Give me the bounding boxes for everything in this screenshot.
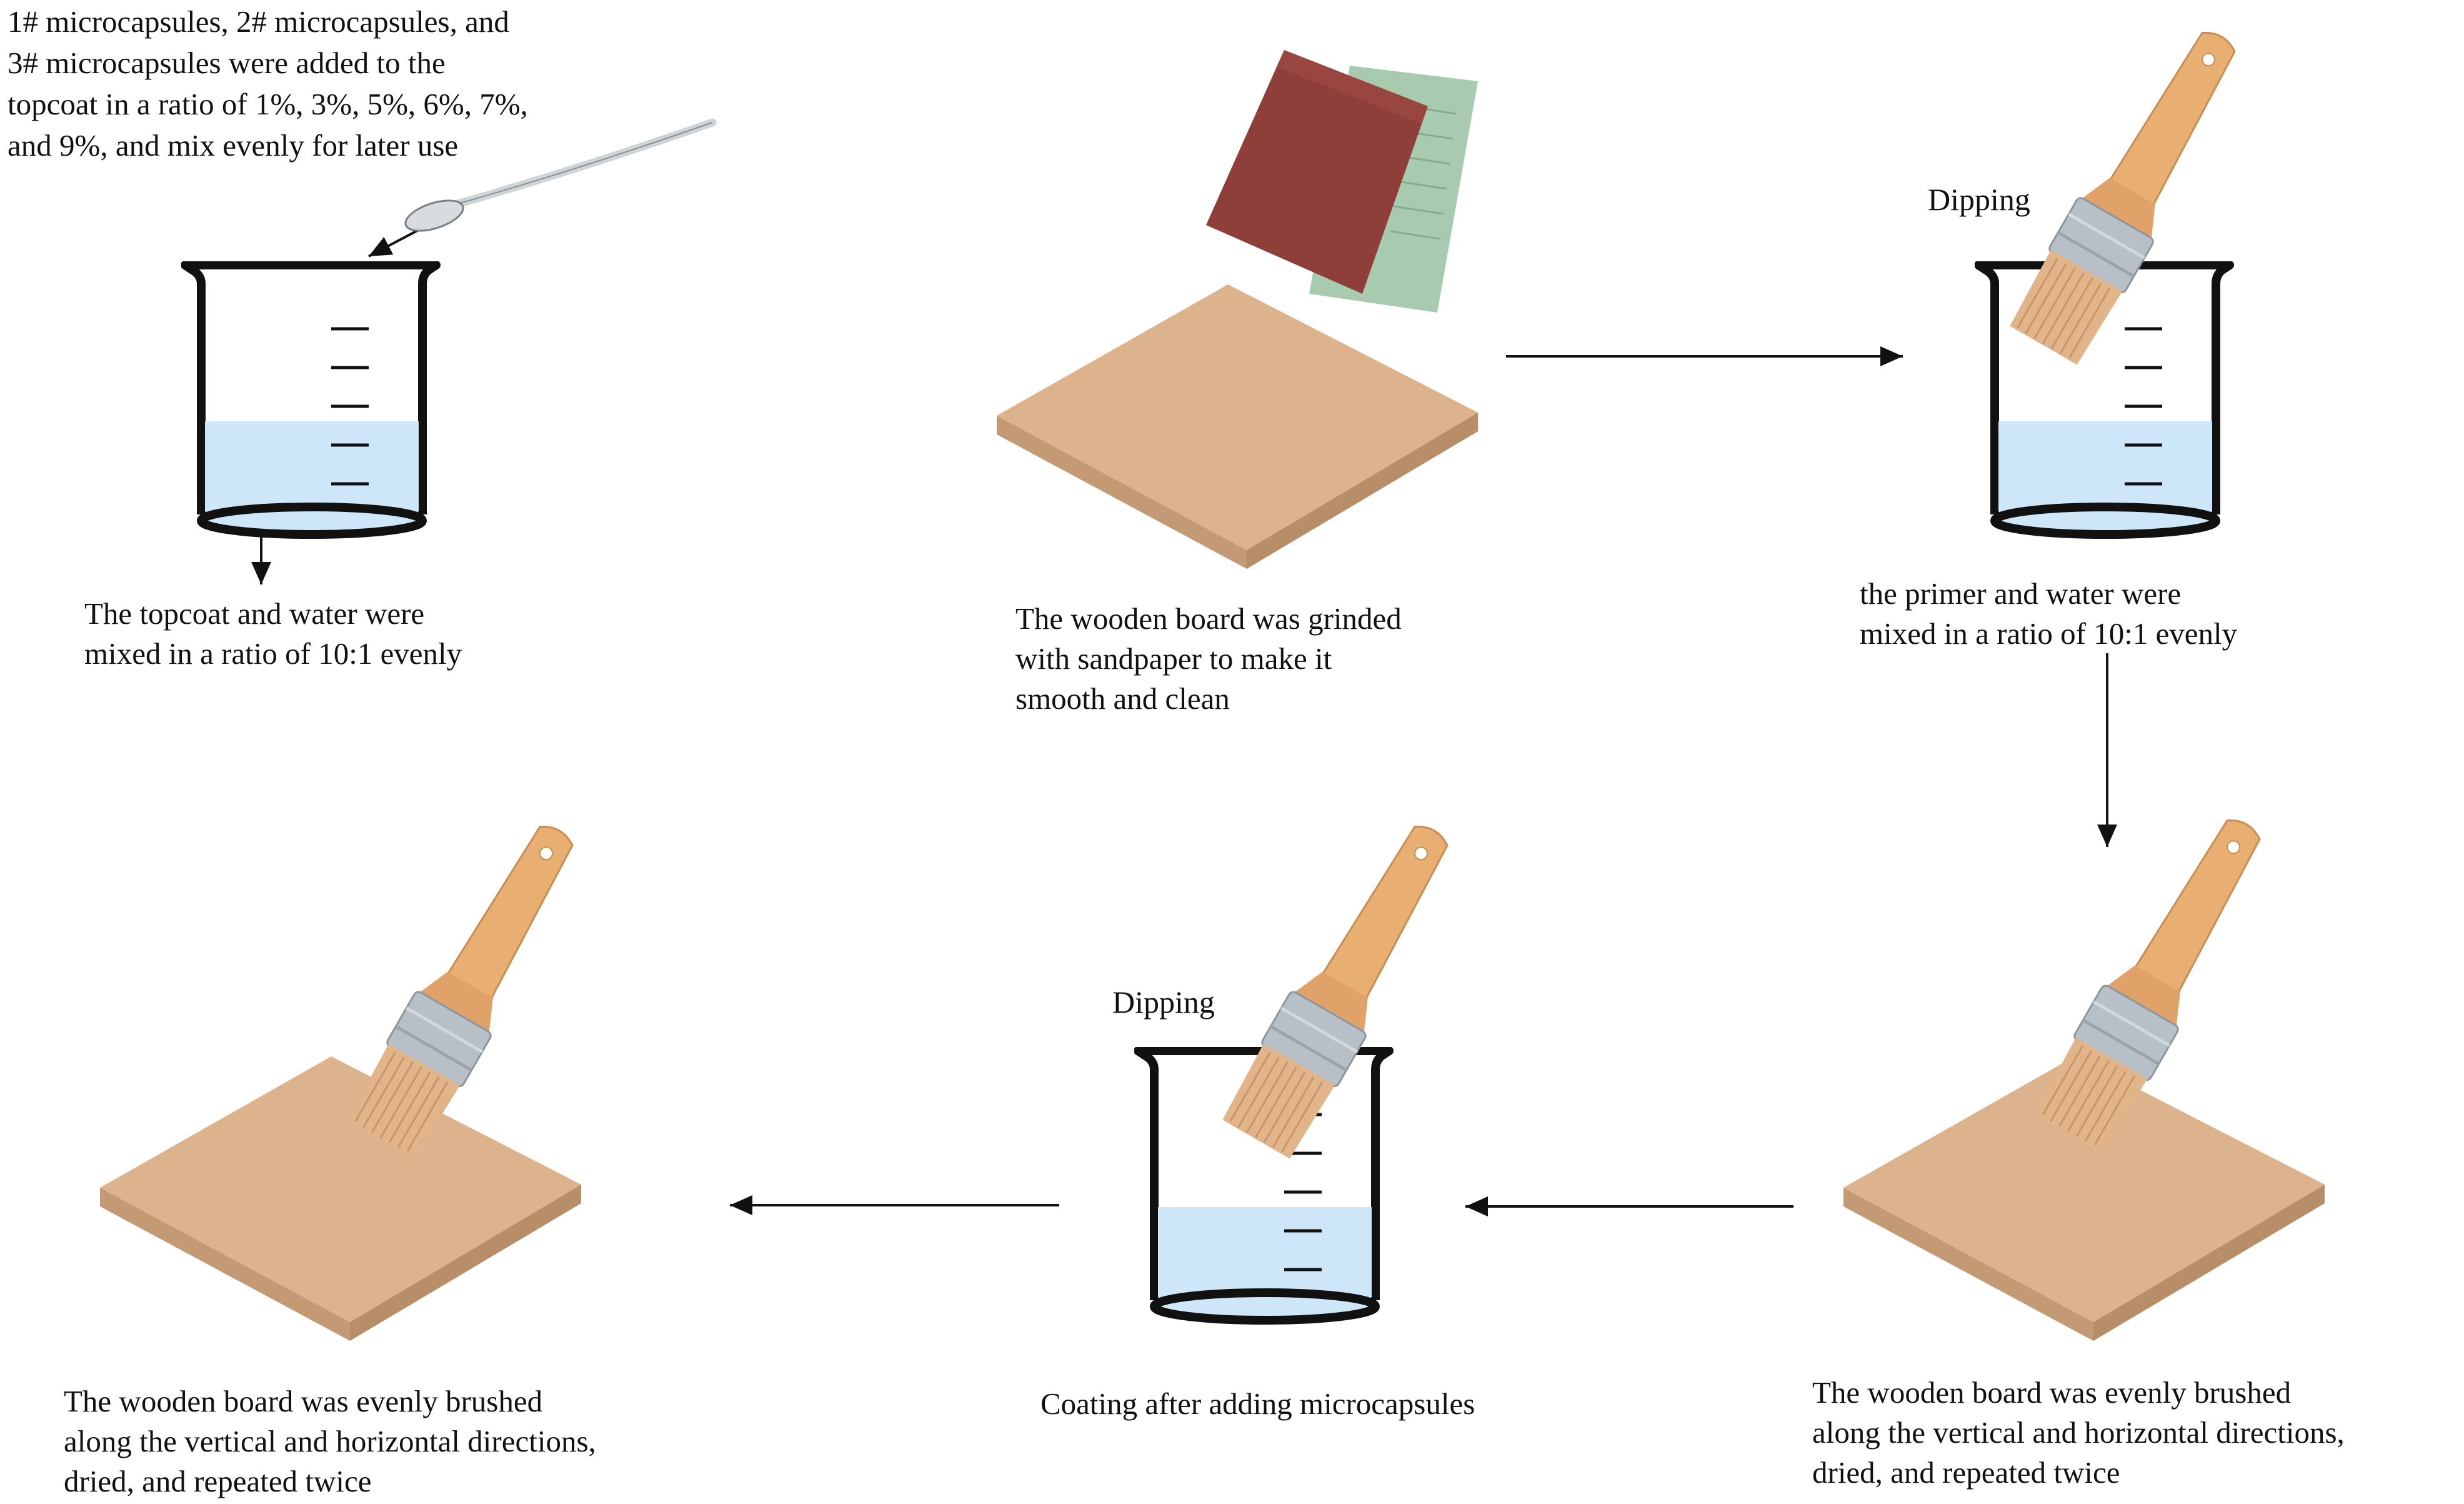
paint-brush-icon xyxy=(343,809,597,1161)
caption-line: dried, and repeated twice xyxy=(1812,1455,2120,1490)
caption-line: dried, and repeated twice xyxy=(64,1464,372,1498)
caption-line: and 9%, and mix evenly for later use xyxy=(7,128,459,163)
caption-coating-microcapsules: Coating after adding microcapsules xyxy=(1040,1386,1475,1421)
sandpaper-icon xyxy=(1206,50,1478,313)
caption-line: The topcoat and water were xyxy=(84,596,425,631)
label-dipping-topcoat: Dipping xyxy=(1112,985,1215,1020)
caption-line: The wooden board was evenly brushed xyxy=(64,1384,543,1418)
wooden-board-icon xyxy=(997,284,1478,569)
caption-brush-primer: The wooden board was evenly brushed alon… xyxy=(1812,1373,2345,1493)
paint-brush-icon xyxy=(2005,15,2259,368)
caption-line: mixed in a ratio of 10:1 evenly xyxy=(84,636,462,671)
caption-line: along the vertical and horizontal direct… xyxy=(64,1424,596,1458)
caption-line: along the vertical and horizontal direct… xyxy=(1812,1415,2345,1450)
caption-add-microcapsules: 1# microcapsules, 2# microcapsules, and … xyxy=(7,1,528,166)
caption-line: The wooden board was evenly brushed xyxy=(1812,1375,2292,1410)
beaker-icon xyxy=(185,265,436,534)
paint-brush-icon xyxy=(1218,809,1472,1161)
caption-line: 1# microcapsules, 2# microcapsules, and xyxy=(7,4,509,39)
caption-primer-water: the primer and water were mixed in a rat… xyxy=(1860,574,2237,654)
caption-line: the primer and water were xyxy=(1860,576,2182,611)
spoon-icon xyxy=(404,118,717,232)
caption-line: The wooden board was grinded xyxy=(1015,601,1402,636)
caption-line: with sandpaper to make it xyxy=(1015,641,1332,676)
caption-brush-topcoat: The wooden board was evenly brushed alon… xyxy=(64,1381,596,1501)
caption-sanding: The wooden board was grinded with sandpa… xyxy=(1015,599,1402,719)
caption-line: topcoat in a ratio of 1%, 3%, 5%, 6%, 7%… xyxy=(7,87,528,121)
caption-line: 3# microcapsules were added to the xyxy=(7,46,446,80)
caption-topcoat-water: The topcoat and water were mixed in a ra… xyxy=(84,594,462,674)
wooden-board-icon xyxy=(100,1056,581,1341)
label-dipping-primer: Dipping xyxy=(1928,182,2030,217)
caption-line: mixed in a ratio of 10:1 evenly xyxy=(1860,616,2238,651)
caption-line: smooth and clean xyxy=(1015,681,1230,716)
